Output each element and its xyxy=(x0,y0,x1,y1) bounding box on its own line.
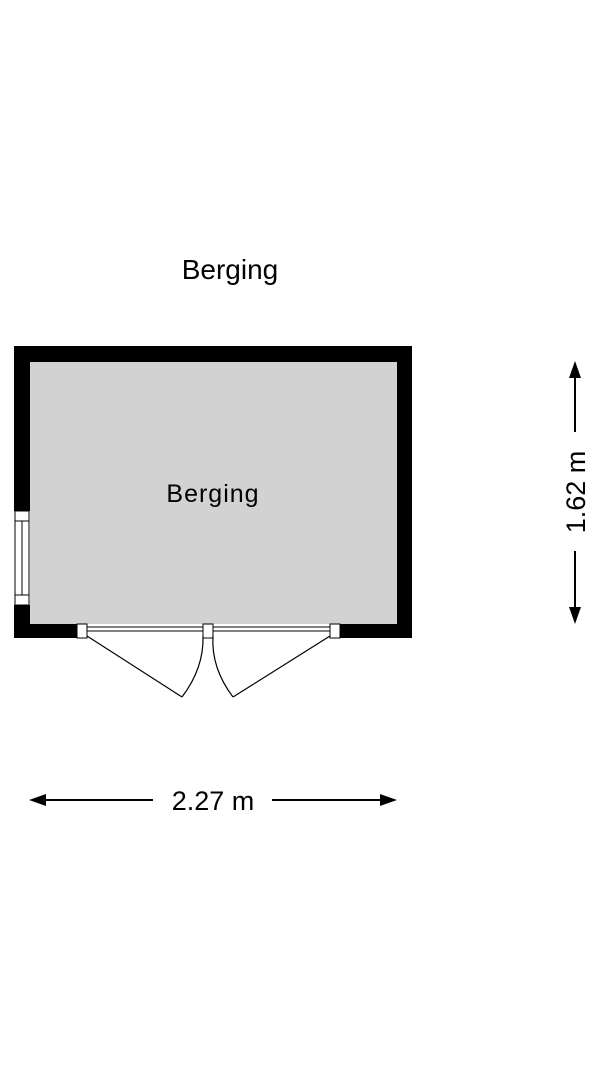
double-door xyxy=(76,623,341,698)
arrow-left-icon xyxy=(29,794,46,806)
arrow-up-icon xyxy=(569,361,581,378)
height-dimension: 1.62 m xyxy=(561,361,591,624)
arrow-right-icon xyxy=(380,794,397,806)
arrow-down-icon xyxy=(569,607,581,624)
width-dimension: 2.27 m xyxy=(29,786,397,816)
window-left-wall xyxy=(14,510,30,606)
room-floor xyxy=(30,362,397,624)
width-label: 2.27 m xyxy=(172,786,255,816)
height-label: 1.62 m xyxy=(561,451,591,534)
room-label: Berging xyxy=(166,480,259,508)
plan-title: Berging xyxy=(182,254,279,285)
